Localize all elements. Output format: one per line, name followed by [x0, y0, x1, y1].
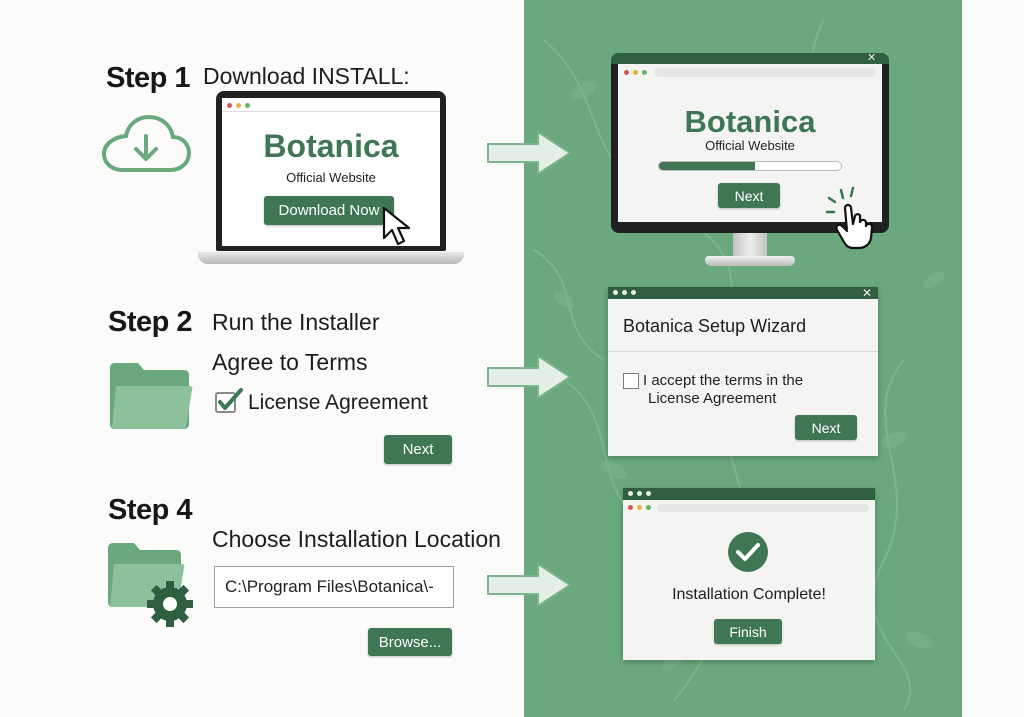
window-dots [624, 70, 647, 75]
monitor-next-button[interactable]: Next [718, 183, 780, 208]
download-now-button[interactable]: Download Now [264, 196, 394, 225]
cloud-download-icon [101, 114, 192, 172]
window-dots [628, 491, 651, 496]
monitor-brand: Botanica [684, 104, 816, 139]
close-icon[interactable]: ✕ [867, 52, 877, 64]
step4-description: Choose Installation Location [212, 526, 501, 552]
setup-wizard-window: ✕ Botanica Setup Wizard I accept the ter… [608, 286, 878, 456]
wizard-title: Botanica Setup Wizard [623, 316, 807, 336]
download-progress-bar [658, 161, 842, 171]
license-agreement-label: License Agreement [248, 391, 428, 414]
progress-fill [659, 162, 756, 170]
arrow-right-icon [487, 130, 572, 176]
laptop-base [198, 252, 464, 264]
monitor-foot [705, 256, 795, 266]
installation-complete-window: Installation Complete! Finish [623, 488, 875, 660]
browse-button[interactable]: Browse... [368, 628, 452, 656]
wizard-title-bar: ✕ [608, 286, 878, 300]
wizard-next-button[interactable]: Next [795, 415, 857, 440]
terms-line1: I accept the terms in the [643, 372, 804, 389]
step2-description-line2: Agree to Terms [212, 349, 368, 375]
laptop-brand: Botanica [263, 128, 399, 164]
step1-number: Step 1 [106, 62, 191, 94]
checkmark-circle-icon [728, 532, 768, 572]
window-dots [227, 103, 250, 108]
folder-gear-icon [108, 543, 193, 627]
terms-line2: License Agreement [648, 390, 777, 407]
license-checkbox[interactable] [214, 387, 244, 415]
install-path-input[interactable]: C:\Program Files\Botanica\- [214, 566, 454, 608]
browser-dots [628, 505, 651, 510]
arrow-right-icon [487, 354, 572, 400]
step2-description-line1: Run the Installer [212, 309, 380, 335]
monitor-neck [733, 233, 767, 257]
window-dots [613, 290, 636, 295]
step4-number: Step 4 [108, 494, 193, 526]
complete-title-bar [623, 488, 875, 500]
step2-number: Step 2 [108, 306, 193, 338]
address-bar [654, 68, 876, 77]
mouse-cursor-icon [382, 206, 411, 246]
installation-complete-message: Installation Complete! [672, 586, 826, 603]
monitor-title-bar [611, 53, 889, 64]
step2-next-button[interactable]: Next [384, 435, 452, 464]
hand-pointer-icon [825, 186, 874, 250]
step1-description: Download INSTALL: [203, 63, 410, 89]
arrow-right-icon [487, 562, 572, 608]
finish-button[interactable]: Finish [714, 619, 782, 644]
laptop-subtitle: Official Website [286, 170, 376, 185]
address-bar [657, 504, 869, 512]
accept-terms-checkbox[interactable] [623, 373, 639, 389]
monitor-subtitle: Official Website [705, 138, 795, 153]
folder-icon [110, 363, 193, 429]
close-icon[interactable]: ✕ [861, 286, 872, 300]
